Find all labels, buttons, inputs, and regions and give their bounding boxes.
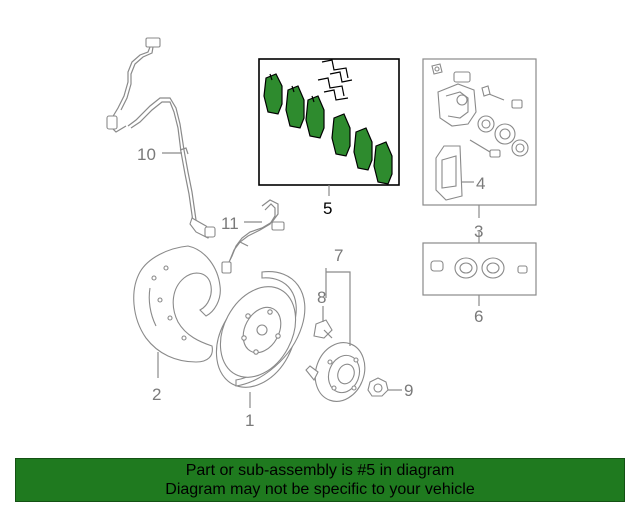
callout-5: 5 bbox=[323, 199, 332, 218]
callout-7: 7 bbox=[334, 246, 343, 265]
callout-11: 11 bbox=[221, 214, 239, 233]
banner-line-1: Part or sub-assembly is #5 in diagram bbox=[185, 462, 455, 479]
hub-bolt bbox=[313, 319, 333, 339]
callout-3: 3 bbox=[474, 222, 483, 241]
brake-rotor bbox=[215, 271, 306, 388]
caliper-seal-kit-box bbox=[422, 242, 537, 296]
abs-sensor-wire bbox=[106, 37, 216, 239]
callout-9: 9 bbox=[404, 381, 413, 400]
callout-1: 1 bbox=[245, 411, 254, 430]
brake-pad-kit-box bbox=[258, 58, 400, 186]
callout-4: 4 bbox=[476, 174, 485, 193]
callout-8: 8 bbox=[317, 288, 326, 307]
callout-6: 6 bbox=[474, 307, 483, 326]
callout-2: 2 bbox=[152, 385, 161, 404]
sensor-harness bbox=[221, 199, 285, 274]
dust-shield bbox=[133, 245, 221, 363]
callout-10: 10 bbox=[137, 145, 156, 164]
part-info-banner: Part or sub-assembly is #5 in diagram Di… bbox=[15, 458, 625, 502]
banner-line-2: Diagram may not be specific to your vehi… bbox=[165, 481, 475, 498]
wheel-hub bbox=[305, 342, 366, 402]
parts-diagram: 10 11 2 1 8 7 9 5 4 3 6 bbox=[106, 37, 537, 430]
leader-7 bbox=[325, 268, 351, 346]
hub-nut bbox=[367, 377, 389, 397]
